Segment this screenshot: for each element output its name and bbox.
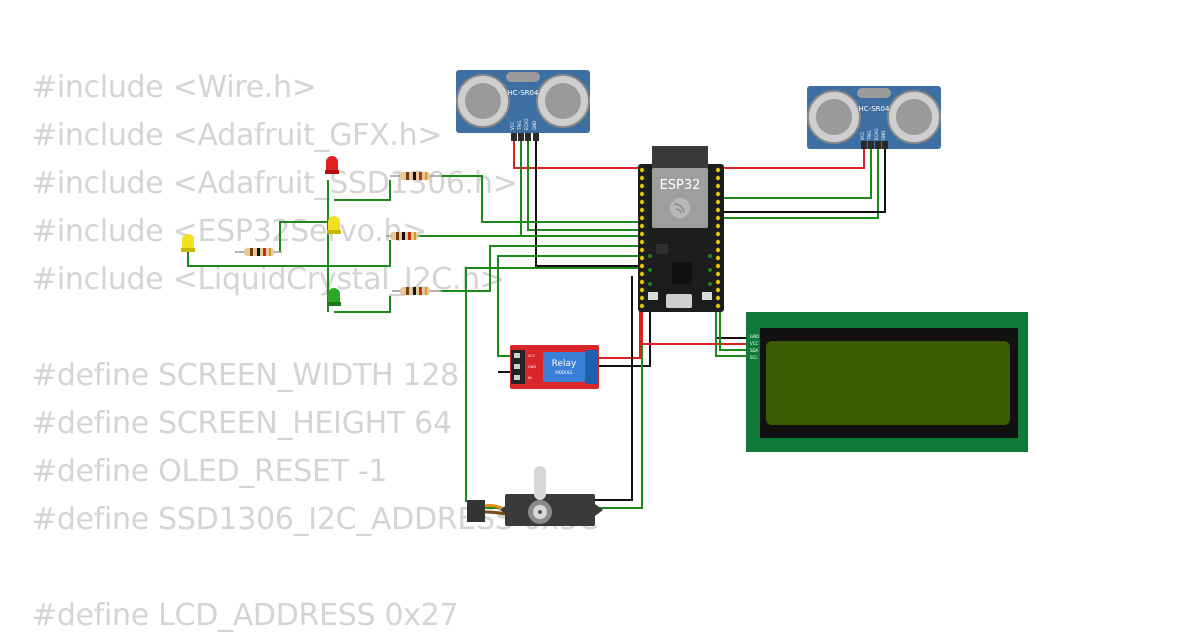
esp32-pin-headers [639,167,721,309]
lcd-pin-label: VCC [750,341,759,346]
wire-servo-gnd [590,276,633,501]
lcd-screen [766,341,1010,425]
esp32-board[interactable]: ESP32 [638,146,724,312]
ultrasonic-sensor-1[interactable]: HC-SR04 VCC TRIG ECHO GND [456,70,590,141]
wire-relay-in [497,255,640,357]
led-red[interactable] [325,156,339,174]
sensor-label: HC-SR04 [859,105,890,113]
wire-sensor1-vcc [513,140,640,169]
sensor-pin-label: TRIG [517,120,522,131]
wire-servo-pwr [484,282,643,509]
wire-sensor2-trig [720,148,872,199]
sensor-pin-label: GND [881,131,886,140]
relay-sublabel: MODULE [555,370,573,375]
sensor-pin-label: GND [532,121,537,130]
relay-pin-label: VCC [528,354,536,358]
code-line: #define OLED_RESET -1 [32,454,388,489]
code-line: #define LCD_ADDRESS 0x27 [32,598,459,633]
wire-lcd-scl [715,312,760,357]
code-line: #define SCREEN_HEIGHT 64 [32,406,452,441]
sensor-pin-label: VCC [510,121,515,130]
wire-led-gnd1 [187,240,391,267]
wire-led-red [442,175,640,223]
resistor-3[interactable] [386,232,420,240]
code-line: #include <Adafruit_GFX.h> [32,118,443,153]
wire-sensor2-echo [720,148,879,219]
relay-pin-label: GND [528,365,536,369]
led-yellow-1[interactable] [181,234,195,252]
wire-sensor1-gnd [535,140,640,267]
esp32-label: ESP32 [660,178,701,193]
lcd-pin-label: SDA [750,348,759,353]
lcd-pin-label: GND [750,334,759,339]
sensor-pin-label: ECHO [524,119,529,130]
sensor-pin-label: TRIG [867,130,872,141]
usb-port-icon [666,294,692,308]
relay-pin-label: IN [528,376,532,380]
lcd-pin-label: SCL [750,355,758,360]
resistor-1[interactable] [390,172,442,180]
resistor-2[interactable] [235,248,282,256]
espressif-logo-icon [670,198,690,218]
sensor-pin-label: ECHO [874,129,879,140]
wire-servo-signal [465,267,640,502]
relay-module[interactable]: Relay MODULE VCC GND IN [510,345,599,389]
led-green[interactable] [327,288,341,306]
wire-sensor2-gnd [720,148,886,213]
code-line: #define SCREEN_WIDTH 128 [32,358,459,393]
wire-sensor1-echo [527,140,640,231]
sensor-pin-label: VCC [860,131,865,140]
wire-lcd-gnd [641,312,760,345]
ultrasonic-sensor-2[interactable]: HC-SR04 VCC TRIG ECHO GND [807,86,941,149]
code-line: #include <Wire.h> [32,70,317,105]
wire-sensor2-vcc [720,148,865,169]
relay-label: Relay [552,359,577,369]
wire-led-yellow1 [279,221,330,252]
sensor-label: HC-SR04 [508,89,539,97]
wire-led-gnd3 [334,180,391,201]
code-line: #include <Adafruit_SSD1306.h> [32,166,518,201]
servo-motor[interactable] [467,466,603,526]
led-yellow-2[interactable] [327,216,341,234]
code-line: #include <ESP32Servo.h> [32,214,427,249]
servo-horn-icon [534,466,546,500]
lcd-display[interactable]: GND VCC SDA SCL [746,312,1028,452]
wire-led-gnd2 [334,296,391,313]
resistor-4[interactable] [392,287,442,295]
